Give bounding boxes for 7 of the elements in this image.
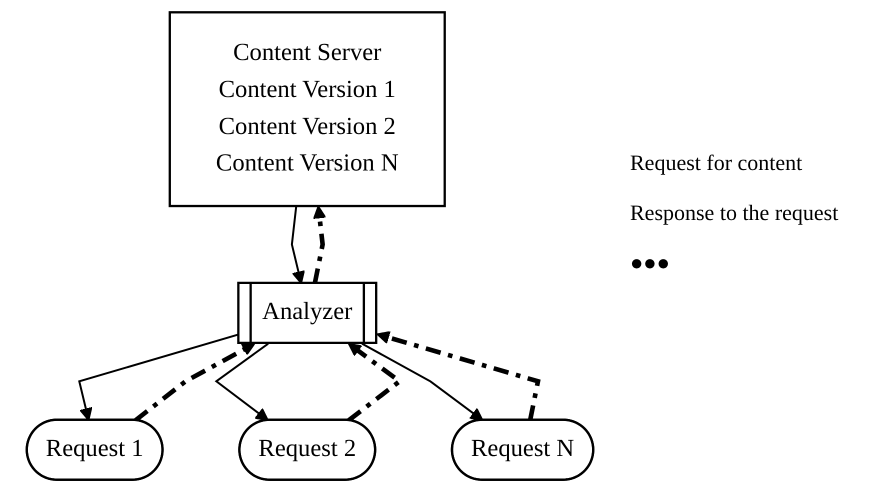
arrow (214, 342, 269, 422)
annotation-text: Response to the request (630, 200, 840, 226)
arrow (376, 331, 541, 421)
arrow (361, 342, 484, 422)
annotation-text: Request for content (630, 150, 804, 176)
node-box: Content Server Content Version 1 Content Version 2 Content Version N (168, 11, 446, 208)
annotation-text: ●●● (630, 250, 671, 276)
